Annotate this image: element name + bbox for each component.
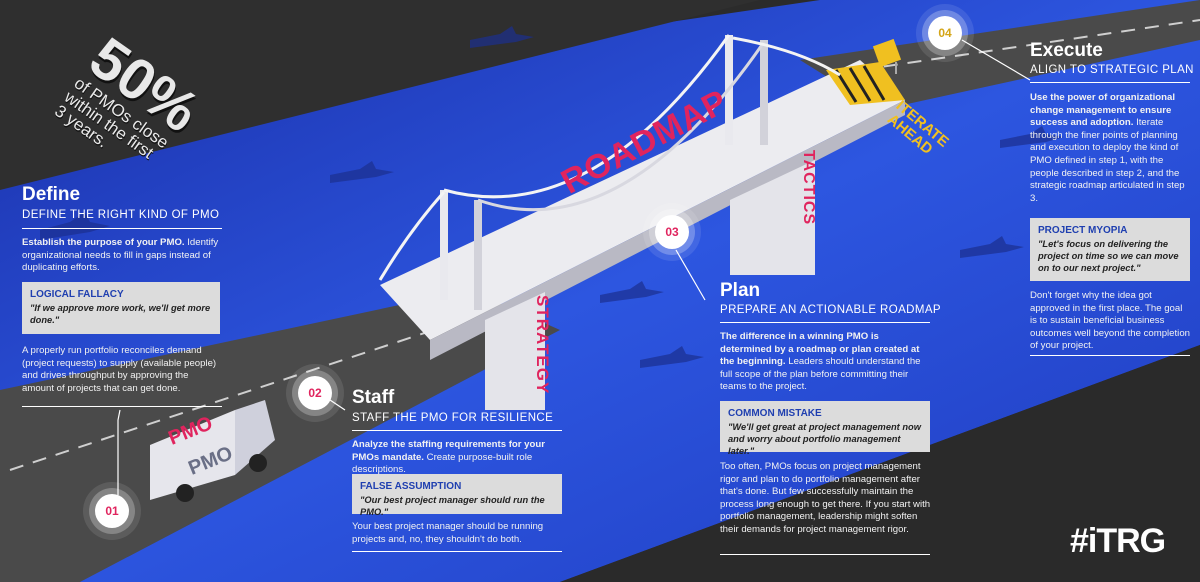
- callout-title: LOGICAL FALLACY: [30, 289, 124, 300]
- step-intro: Establish the purpose of your PMO. Ident…: [22, 237, 222, 275]
- step-badge-03: 03: [655, 215, 689, 249]
- callout-title: COMMON MISTAKE: [728, 408, 822, 419]
- step-outro: Too often, PMOs focus on project managem…: [720, 461, 931, 535]
- step-title: Execute: [1030, 40, 1103, 61]
- intro-bold: Establish the purpose of your PMO.: [22, 237, 185, 248]
- step-subtitle: STAFF THE PMO FOR RESILIENCE: [352, 412, 554, 424]
- callout-box: FALSE ASSUMPTION "Our best project manag…: [352, 474, 562, 517]
- step-badge-04: 04: [928, 16, 962, 50]
- strategy-label: STRATEGY: [533, 295, 552, 395]
- step-subtitle: DEFINE THE RIGHT KIND OF PMO: [22, 209, 220, 221]
- step-outro: Your best project manager should be runn…: [352, 521, 544, 545]
- divider: [720, 322, 930, 323]
- step-badge-02: 02: [298, 376, 332, 410]
- divider: [1030, 82, 1190, 83]
- callout-quote: "If we approve more work, we'll get more…: [30, 303, 211, 325]
- divider: [352, 430, 562, 431]
- intro-bold: Use the power of organizational change m…: [1030, 92, 1175, 129]
- tactics-label: TACTICS: [800, 150, 817, 226]
- callout-box: LOGICAL FALLACY "If we approve more work…: [22, 282, 220, 334]
- callout-quote: "Our best project manager should run the…: [360, 495, 545, 517]
- intro-rest: Iterate through the finer points of plan…: [1030, 117, 1185, 204]
- step-intro: Use the power of organizational change m…: [1030, 92, 1192, 205]
- truck-shape: [150, 400, 275, 502]
- divider: [1030, 355, 1190, 356]
- itrg-logo: #iTRG: [1070, 522, 1166, 560]
- divider: [352, 551, 562, 552]
- step-intro: Analyze the staffing requirements for yo…: [352, 439, 562, 477]
- callout-quote: "We'll get great at project management n…: [728, 422, 921, 456]
- callout-title: FALSE ASSUMPTION: [360, 481, 462, 492]
- step-title: Plan: [720, 280, 761, 301]
- callout-box: PROJECT MYOPIA "Let's focus on deliverin…: [1030, 218, 1190, 281]
- callout-box: COMMON MISTAKE "We'll get great at proje…: [720, 401, 930, 456]
- intro-bold: The difference in a winning PMO is deter…: [720, 331, 920, 368]
- intro-rest: Identify organizational needs to fill in…: [22, 237, 219, 274]
- intro-rest: Leaders should understand the full scope…: [720, 356, 921, 393]
- step-title: Define: [22, 184, 81, 205]
- step-outro: Don't forget why the idea got approved i…: [1030, 290, 1190, 352]
- divider: [720, 554, 930, 555]
- callout-quote: "Let's focus on delivering the project o…: [1038, 239, 1179, 273]
- callout-title: PROJECT MYOPIA: [1038, 225, 1128, 236]
- step-intro: The difference in a winning PMO is deter…: [720, 331, 932, 394]
- step-title: Staff: [352, 387, 395, 408]
- step-subtitle: PREPARE AN ACTIONABLE ROADMAP: [720, 304, 941, 316]
- intro-rest: Create purpose-built role descriptions.: [352, 451, 533, 476]
- step-outro: A properly run portfolio reconciles dema…: [22, 345, 217, 394]
- divider: [22, 406, 222, 407]
- step-badge-01: 01: [95, 494, 129, 528]
- step-subtitle: ALIGN TO STRATEGIC PLAN: [1030, 64, 1194, 76]
- intro-bold: Analyze the staffing requirements for yo…: [352, 439, 545, 463]
- divider: [22, 228, 222, 229]
